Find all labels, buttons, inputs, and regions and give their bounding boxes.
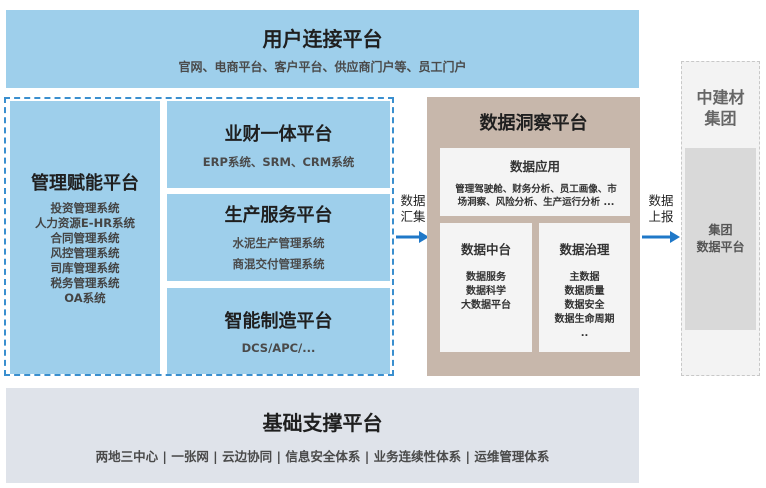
smart-manufacturing-title: 智能制造平台 — [224, 311, 333, 332]
finance-business-platform: 业财一体平台 ERP系统、SRM、CRM系统 — [167, 101, 390, 188]
management-system-list: 投资管理系统 人力资源E-HR系统 合同管理系统 风控管理系统 司库管理系统 税… — [35, 201, 135, 306]
management-item: OA系统 — [64, 291, 106, 305]
foundation-support-platform: 基础支撑平台 两地三中心 | 一张网 | 云边协同 | 信息安全体系 | 业务连… — [6, 388, 639, 483]
data-governance-box: 数据治理 主数据 数据质量 数据安全 数据生命周期 .. — [539, 223, 630, 352]
smart-manufacturing-platform: 智能制造平台 DCS/APC/... — [167, 288, 390, 374]
cnbm-group-title: 中建材 集团 — [682, 87, 759, 129]
data-governance-item: 数据生命周期 — [554, 314, 615, 325]
data-report-arrow — [642, 231, 680, 243]
data-application-title: 数据应用 — [509, 159, 560, 174]
data-middle-platform-item: 数据服务 — [466, 272, 506, 283]
data-application-description: 管理驾驶舱、财务分析、员工画像、市 场洞察、风险分析、生产运行分析 ... — [448, 183, 624, 209]
cnbm-group-box: 中建材 集团 集团 数据平台 — [681, 61, 760, 376]
management-title: 管理赋能平台 — [31, 173, 139, 194]
group-data-platform-line: 集团 — [708, 223, 733, 237]
foundation-title: 基础支撑平台 — [262, 410, 383, 435]
user-connect-subtitle: 官网、电商平台、客户平台、供应商门户等、员工门户 — [178, 60, 467, 74]
data-collect-arrow — [396, 231, 429, 243]
enterprise-systems-group — [4, 97, 394, 376]
foundation-subtitle: 两地三中心 | 一张网 | 云边协同 | 信息安全体系 | 业务连续性体系 | … — [95, 448, 550, 464]
data-governance-item: 主数据 — [569, 272, 600, 283]
data-governance-item: 数据质量 — [564, 286, 605, 297]
group-data-platform: 集团 数据平台 — [685, 148, 756, 330]
management-item: 投资管理系统 — [50, 201, 120, 215]
data-middle-platform-item: 数据科学 — [466, 286, 506, 297]
data-application-line: 场洞察、风险分析、生产运行分析 ... — [457, 197, 615, 208]
user-connect-title: 用户连接平台 — [262, 27, 383, 51]
management-item: 税务管理系统 — [50, 276, 120, 290]
data-collect-label: 数据 汇集 — [398, 193, 428, 225]
data-middle-platform-box: 数据中台 数据服务 数据科学 大数据平台 — [440, 223, 532, 352]
production-line: 商混交付管理系统 — [232, 256, 325, 271]
management-item: 合同管理系统 — [50, 231, 120, 245]
data-application-box: 数据应用 管理驾驶舱、财务分析、员工画像、市 场洞察、风险分析、生产运行分析 .… — [440, 148, 630, 216]
cnbm-group-title-line: 集团 — [704, 109, 737, 128]
smart-manufacturing-subtitle: DCS/APC/... — [241, 341, 316, 355]
finance-business-subtitle: ERP系统、SRM、CRM系统 — [202, 154, 355, 169]
data-middle-platform-title: 数据中台 — [460, 242, 511, 257]
cnbm-group-title-line: 中建材 — [696, 88, 745, 107]
data-application-line: 管理驾驶舱、财务分析、员工画像、市 — [455, 184, 617, 195]
data-governance-title: 数据治理 — [559, 242, 610, 257]
data-report-label-line: 数据 — [648, 193, 674, 208]
management-item: 风控管理系统 — [50, 246, 120, 260]
data-report-label: 数据 上报 — [646, 193, 676, 225]
group-data-platform-label: 集团 数据平台 — [685, 222, 756, 256]
data-report-label-line: 上报 — [648, 209, 674, 224]
group-data-platform-line: 数据平台 — [696, 240, 745, 254]
data-collect-label-line: 数据 — [400, 193, 426, 208]
data-collect-label-line: 汇集 — [400, 209, 426, 224]
data-middle-platform-list: 数据服务 数据科学 大数据平台 — [440, 271, 532, 313]
production-title: 生产服务平台 — [224, 204, 333, 226]
finance-business-title: 业财一体平台 — [224, 123, 333, 145]
data-governance-item: .. — [580, 328, 589, 339]
management-platform: 管理赋能平台 投资管理系统 人力资源E-HR系统 合同管理系统 风控管理系统 司… — [10, 101, 160, 374]
data-governance-item: 数据安全 — [564, 300, 605, 311]
data-insight-title: 数据洞察平台 — [479, 113, 588, 134]
management-item: 司库管理系统 — [50, 261, 120, 275]
production-line: 水泥生产管理系统 — [232, 235, 325, 250]
production-service-platform: 生产服务平台 水泥生产管理系统 商混交付管理系统 — [167, 194, 390, 281]
data-middle-platform-item: 大数据平台 — [461, 300, 511, 311]
management-item: 人力资源E-HR系统 — [34, 216, 136, 230]
user-connect-platform: 用户连接平台 官网、电商平台、客户平台、供应商门户等、员工门户 — [6, 10, 639, 88]
data-governance-list: 主数据 数据质量 数据安全 数据生命周期 .. — [539, 271, 630, 341]
